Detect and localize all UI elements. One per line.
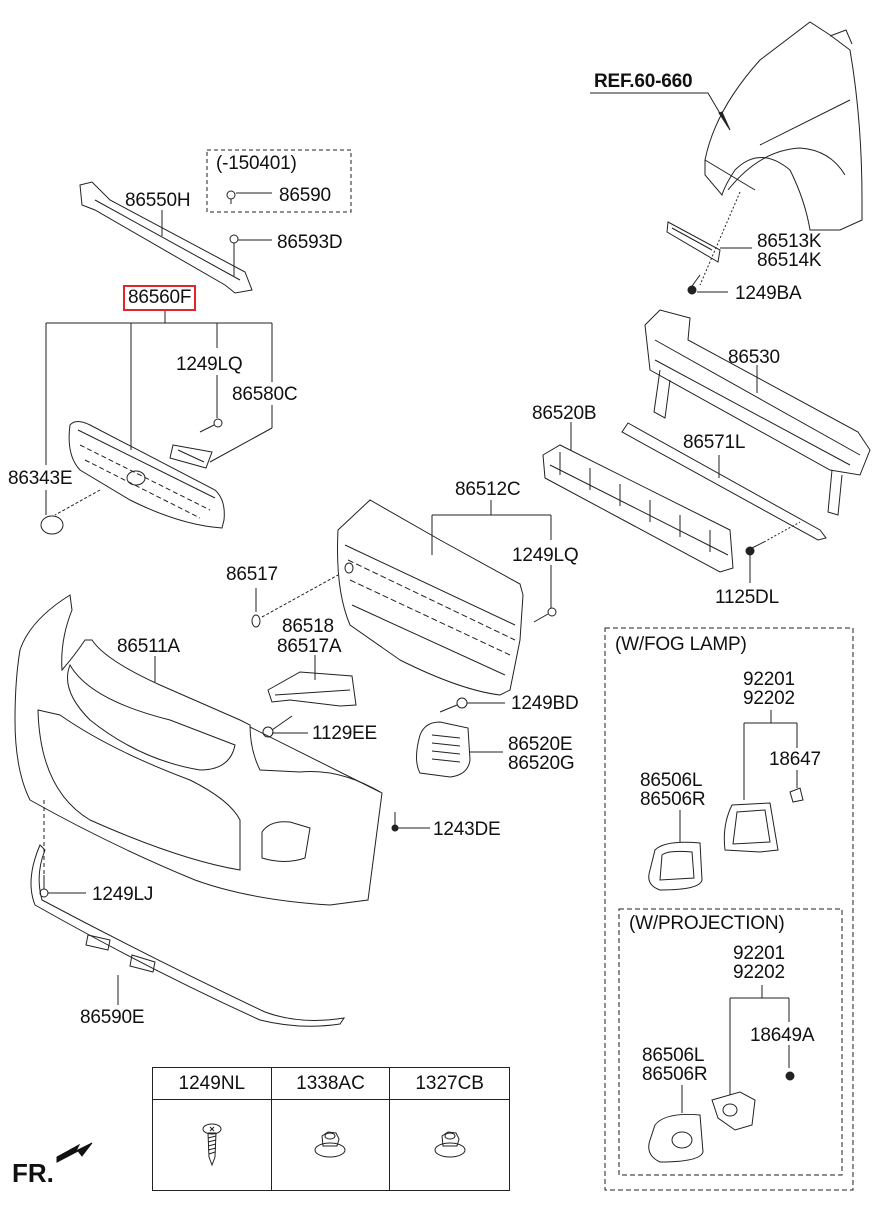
- fastener-column-1249NL[interactable]: 1249NL: [153, 1068, 272, 1100]
- fastener-column-1327CB[interactable]: 1327CB: [390, 1068, 509, 1100]
- part-label-92201-projection[interactable]: 92201: [733, 943, 785, 964]
- stay-bar-part[interactable]: [621, 422, 827, 541]
- part-label-18647[interactable]: 18647: [769, 749, 821, 770]
- fog-lamp-group-title: (W/FOG LAMP): [615, 634, 747, 655]
- part-label-1249LJ[interactable]: 1249LJ: [92, 884, 154, 905]
- part-label-86530[interactable]: 86530: [728, 347, 780, 368]
- screw-1249LQ-b[interactable]: [533, 607, 557, 623]
- fender-part[interactable]: [704, 21, 863, 231]
- part-label-86550H[interactable]: 86550H: [125, 190, 191, 211]
- ref-arrowhead: [718, 111, 731, 131]
- part-label-1249BA[interactable]: 1249BA: [735, 283, 802, 304]
- bolt-1249BA[interactable]: [687, 274, 701, 295]
- leader-line: [261, 574, 339, 618]
- part-label-1249LQ-b[interactable]: 1249LQ: [512, 545, 579, 566]
- projection-lamp-part[interactable]: [711, 1091, 756, 1131]
- fog-cover-part[interactable]: [416, 721, 471, 778]
- part-label-86511A[interactable]: 86511A: [117, 636, 180, 657]
- clip-86590[interactable]: [226, 190, 236, 204]
- part-label-86513K[interactable]: 86513K: [757, 231, 822, 252]
- screw-1243DE[interactable]: [391, 812, 399, 832]
- part-label-1125DL[interactable]: 1125DL: [715, 587, 779, 608]
- grille-bracket-86580C[interactable]: [169, 444, 213, 469]
- fastener-table: 1249NL 1338AC 1327CB: [152, 1067, 510, 1191]
- projection-bezel-part[interactable]: [648, 1114, 704, 1163]
- fog-bezel-part[interactable]: [648, 841, 703, 891]
- fog-lamp-part[interactable]: [723, 802, 779, 853]
- fastener-cell-1327CB[interactable]: [390, 1100, 509, 1190]
- part-label-92202-projection[interactable]: 92202: [733, 962, 785, 983]
- emblem-part[interactable]: [40, 515, 64, 535]
- screw-1129EE[interactable]: [262, 715, 293, 738]
- ref-arrow: [590, 92, 729, 128]
- part-label-86590E[interactable]: 86590E: [80, 1007, 145, 1028]
- grille-assembly-leaders: [45, 310, 273, 516]
- energy-absorber-part[interactable]: [542, 444, 734, 573]
- variant-note-label: (-150401): [216, 153, 297, 174]
- part-label-86590[interactable]: 86590: [279, 185, 331, 206]
- part-label-1129EE[interactable]: 1129EE: [312, 723, 378, 744]
- part-label-86506L-projection[interactable]: 86506L: [642, 1045, 705, 1066]
- part-label-92202[interactable]: 92202: [743, 688, 795, 709]
- bumper-cover-part[interactable]: [14, 594, 383, 906]
- part-label-86517A[interactable]: 86517A: [277, 636, 342, 657]
- front-direction-label: FR.: [12, 1158, 54, 1188]
- part-label-86520G[interactable]: 86520G: [508, 753, 575, 774]
- part-label-86512C[interactable]: 86512C: [455, 479, 521, 500]
- part-label-92201[interactable]: 92201: [743, 669, 795, 690]
- screw-1249LQ[interactable]: [199, 418, 223, 433]
- fog-lamp-leaders: [679, 710, 798, 842]
- part-label-86517[interactable]: 86517: [226, 564, 278, 585]
- screw-1249BD[interactable]: [439, 697, 468, 713]
- fastener-column-1338AC[interactable]: 1338AC: [271, 1068, 391, 1100]
- part-label-86506R[interactable]: 86506R: [640, 789, 706, 810]
- lower-grille-part[interactable]: [337, 499, 524, 696]
- part-label-1249LQ[interactable]: 1249LQ: [176, 354, 243, 375]
- part-label-86506L[interactable]: 86506L: [640, 770, 703, 791]
- variant-note-box: [206, 149, 352, 213]
- projection-group-box: [618, 908, 843, 1176]
- lower-grille-leaders: [431, 500, 552, 608]
- part-label-86514K[interactable]: 86514K: [757, 250, 822, 271]
- leader-line: [763, 521, 801, 543]
- fastener-cell-1249NL[interactable]: [153, 1100, 272, 1190]
- bulb-18649A[interactable]: [785, 1071, 795, 1081]
- part-label-18649A[interactable]: 18649A: [750, 1025, 815, 1046]
- part-label-86520E[interactable]: 86520E: [508, 734, 573, 755]
- fastener-cell-1338AC[interactable]: [272, 1100, 391, 1190]
- part-label-86560F-highlighted[interactable]: 86560F: [123, 285, 197, 311]
- side-bracket-part[interactable]: [666, 221, 721, 263]
- radiator-grille-part[interactable]: [68, 421, 225, 529]
- part-label-86518[interactable]: 86518: [282, 616, 334, 637]
- projection-group-title: (W/PROJECTION): [629, 913, 785, 934]
- part-label-86520B[interactable]: 86520B: [532, 403, 597, 424]
- projection-leaders: [681, 985, 790, 1113]
- front-direction-arrow: [56, 1142, 93, 1163]
- part-label-1249BD[interactable]: 1249BD: [511, 693, 579, 714]
- part-label-86571L[interactable]: 86571L: [683, 432, 746, 453]
- reference-label[interactable]: REF.60-660: [594, 71, 693, 92]
- screw-icon: [202, 1123, 222, 1167]
- clip-86593D[interactable]: [229, 234, 239, 276]
- flange-nut-icon: [434, 1131, 466, 1158]
- lower-lip-part[interactable]: [30, 844, 346, 1027]
- part-label-86506R-projection[interactable]: 86506R: [642, 1064, 708, 1085]
- part-label-86343E[interactable]: 86343E: [8, 468, 73, 489]
- flange-nut-icon: [314, 1131, 346, 1158]
- bumper-bracket-part[interactable]: [267, 671, 357, 707]
- bulb-18647[interactable]: [789, 787, 804, 803]
- clip-86517[interactable]: [251, 614, 261, 628]
- screw-1249LJ[interactable]: [39, 875, 49, 898]
- part-label-86593D[interactable]: 86593D: [277, 232, 343, 253]
- part-label-86580C[interactable]: 86580C: [232, 384, 298, 405]
- bolt-1125DL[interactable]: [745, 541, 765, 556]
- fog-lamp-group-box: [604, 627, 854, 1191]
- leader-line: [699, 191, 741, 286]
- upper-bracket-part[interactable]: [79, 181, 253, 294]
- bumper-beam-part[interactable]: [644, 309, 871, 516]
- part-label-1243DE[interactable]: 1243DE: [433, 819, 501, 840]
